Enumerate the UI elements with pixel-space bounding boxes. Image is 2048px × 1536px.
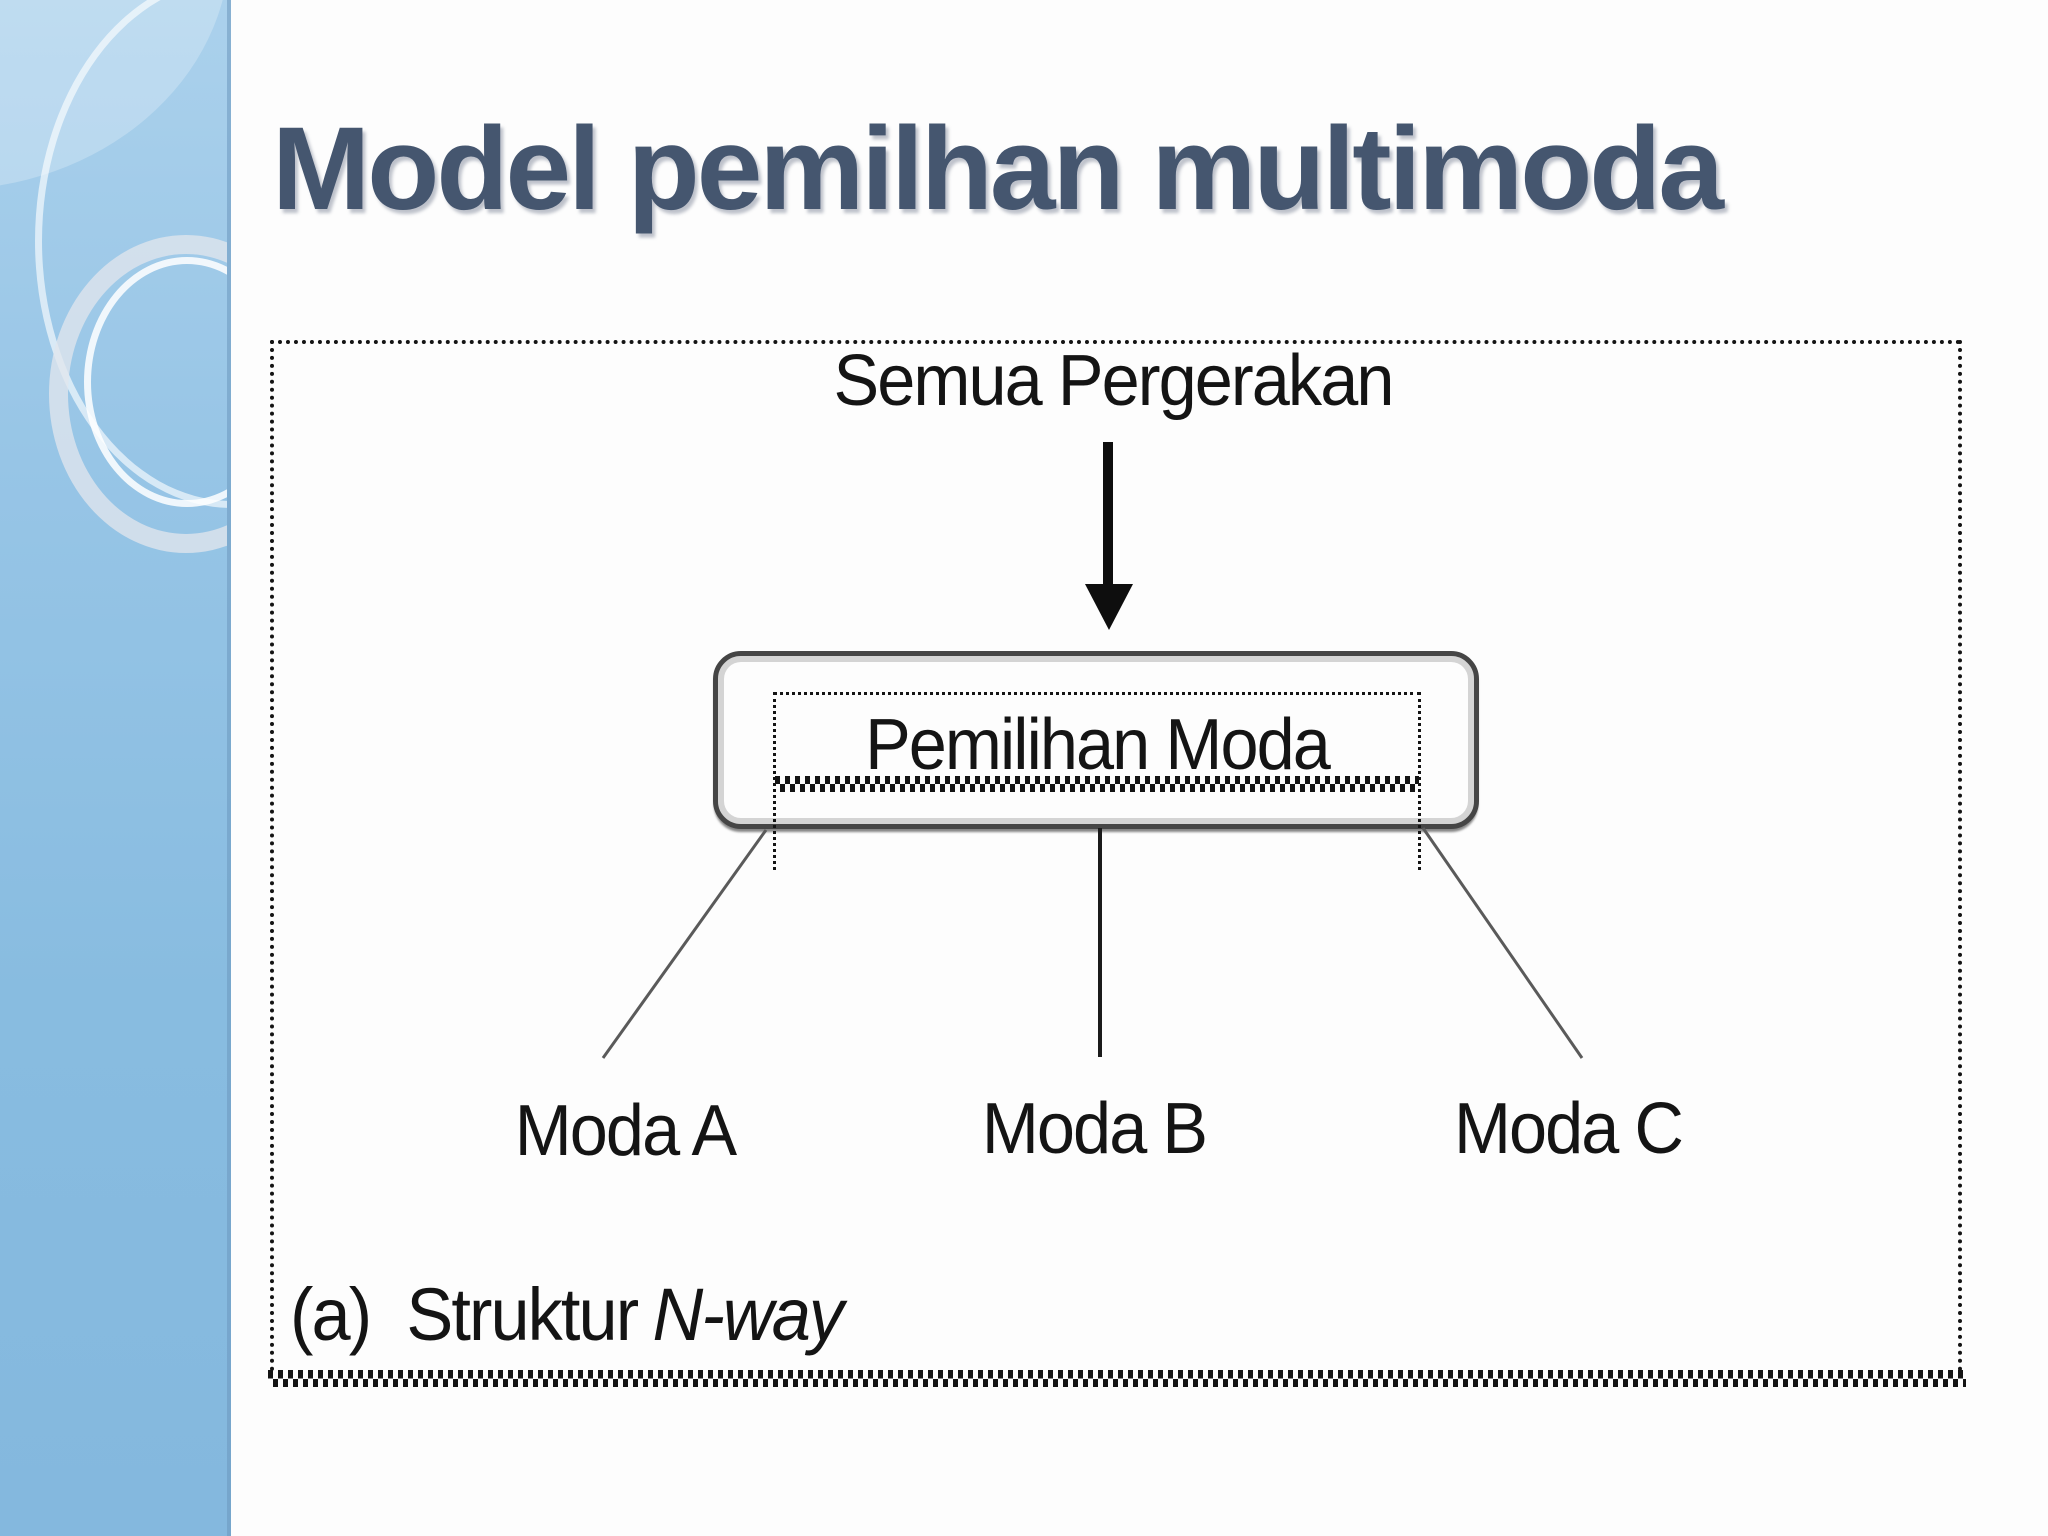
- slide-title: Model pemilhan multimoda: [272, 103, 1724, 235]
- leaf-node-label-b: Moda B: [981, 1089, 1208, 1169]
- mode-choice-box: [713, 651, 1479, 829]
- down-arrow-head-icon: [1085, 584, 1133, 630]
- leaf-node-label-c: Moda C: [1453, 1089, 1684, 1169]
- down-arrow-shaft: [1103, 442, 1113, 588]
- mode-choice-label: Pemilihan Moda: [865, 705, 1331, 785]
- diagram-frame-bottom-border: [268, 1370, 1966, 1387]
- caption-italic-word: N-way: [652, 1273, 844, 1356]
- caption-prefix: (a): [290, 1273, 372, 1356]
- leaf-node-label-a: Moda A: [514, 1091, 737, 1171]
- selection-rect-bottom-border: [775, 776, 1419, 792]
- mode-choice-selection-rect: Pemilihan Moda: [773, 692, 1421, 870]
- caption-word: Struktur: [406, 1273, 639, 1356]
- root-node-label: Semua Pergerakan: [833, 341, 1395, 421]
- sidebar-decoration: [0, 0, 231, 1536]
- diagram-frame: [270, 340, 1962, 1372]
